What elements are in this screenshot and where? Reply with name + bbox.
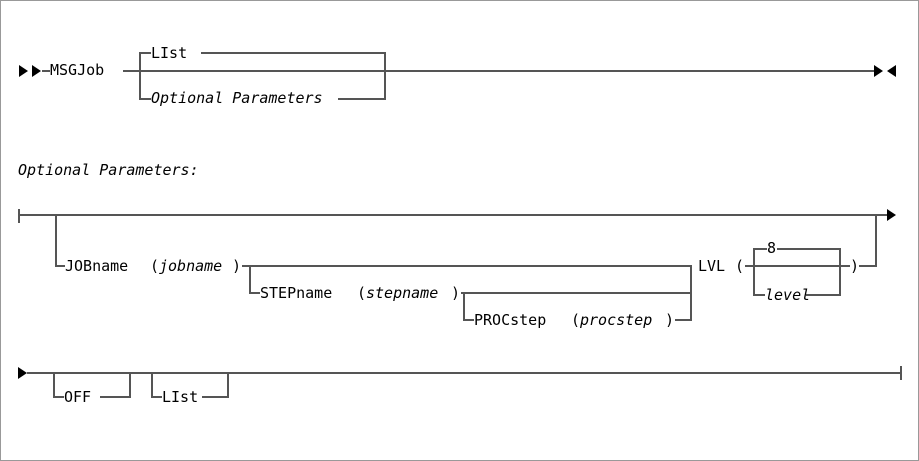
rail-lvl-through <box>745 265 850 267</box>
keyword-jobname: JOBname <box>65 257 129 275</box>
option-label-list: LIst <box>162 388 199 406</box>
rail-list-branch-left <box>139 52 151 54</box>
start-terminator-arrow-1 <box>19 65 28 77</box>
variable-stepname: stepname <box>366 284 439 302</box>
rail-procstep-tail <box>675 319 692 321</box>
off-branch-right-vertical <box>129 372 131 398</box>
fork-left-vertical <box>139 53 141 100</box>
rail-lvl-to-riser <box>859 265 877 267</box>
rail-off-left <box>53 396 64 398</box>
option-label-off: OFF <box>64 388 92 406</box>
procstep-branch-vertical <box>463 292 465 320</box>
rail-lvl-default-left <box>753 248 767 250</box>
rail-off-right <box>100 396 131 398</box>
rail-msgjob-to-fork <box>123 70 140 72</box>
end-terminator-arrow-right <box>874 65 883 77</box>
procstep-close-paren: ) <box>665 311 675 329</box>
rail-stepname-tail <box>461 292 692 294</box>
lvl-fork-right-vertical <box>839 248 841 296</box>
rail-list2-right <box>202 396 229 398</box>
optparams-continue-left-arrow <box>18 367 27 379</box>
optparams-continue-right-arrow <box>887 209 896 221</box>
jobname-open-paren: ( <box>150 257 160 275</box>
branch-label-list: LIst <box>151 44 188 62</box>
rail-optparams-row2 <box>27 372 902 374</box>
stepname-close-paren: ) <box>451 284 461 302</box>
off-branch-left-vertical <box>53 372 55 398</box>
optparams-start-tick <box>18 209 20 223</box>
stepname-branch-lead <box>249 292 260 294</box>
rail-optparams-branch-right <box>338 98 386 100</box>
variable-procstep: procstep <box>580 311 653 329</box>
procstep-open-paren: ( <box>571 311 581 329</box>
lvl-default-value: 8 <box>767 239 777 257</box>
keyword-stepname: STEPname <box>260 284 333 302</box>
jobname-branch-vertical <box>55 214 57 266</box>
lvl-open-paren: ( <box>735 257 745 275</box>
keyword-lvl: LVL <box>698 257 726 275</box>
variable-jobname: jobname <box>159 257 223 275</box>
keyword-msgjob: MSGJob <box>50 61 105 79</box>
procstep-branch-lead <box>463 319 474 321</box>
jobname-close-paren: ) <box>232 257 242 275</box>
lvl-close-paren: ) <box>850 257 860 275</box>
lvl-riser-vertical <box>875 214 877 266</box>
fork-right-vertical <box>384 52 386 100</box>
section-title-optional-parameters: Optional Parameters: <box>18 161 199 179</box>
list2-branch-right-vertical <box>227 372 229 398</box>
rail-main-through-line <box>139 70 874 72</box>
rail-lead-in <box>42 70 50 72</box>
stepname-procstep-join-vertical <box>690 265 692 321</box>
rail-lvl-level-left <box>753 294 765 296</box>
rail-lvl-default-right <box>777 248 841 250</box>
stepname-open-paren: ( <box>357 284 367 302</box>
rail-optparams-branch-left <box>139 98 151 100</box>
rail-list-branch-right <box>201 52 386 54</box>
lvl-fork-left-vertical <box>753 249 755 296</box>
list2-branch-left-vertical <box>151 372 153 398</box>
rail-list2-left <box>151 396 162 398</box>
rail-jobname-to-lvl <box>242 265 692 267</box>
variable-level: level <box>765 286 811 304</box>
start-terminator-arrow-2 <box>32 65 41 77</box>
jobname-branch-lead <box>55 265 65 267</box>
branch-label-optional-parameters: Optional Parameters <box>151 89 323 107</box>
optparams-end-tick <box>900 366 902 380</box>
keyword-procstep: PROCstep <box>474 311 547 329</box>
end-terminator-arrow-left <box>887 65 896 77</box>
stepname-branch-vertical <box>249 265 251 293</box>
rail-lvl-level-right <box>806 294 841 296</box>
rail-optparams-main <box>18 214 890 216</box>
